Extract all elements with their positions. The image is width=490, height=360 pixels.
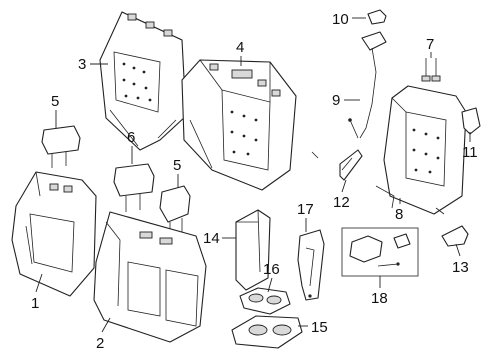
leader-lines — [35, 17, 471, 333]
callout-5-right: 5 — [173, 157, 181, 174]
callout-11: 11 — [462, 144, 478, 161]
callout-15: 15 — [311, 319, 328, 336]
callout-14: 14 — [203, 230, 220, 247]
callout-6: 6 — [127, 129, 135, 146]
part-16-cupholder — [239, 287, 291, 315]
part-18-hardware-kit — [341, 227, 419, 277]
part-11-latch — [461, 107, 481, 135]
callout-labels: 1 2 3 4 5 5 6 7 8 9 10 11 12 13 14 15 16… — [31, 11, 478, 352]
part-3-seatback-frame — [99, 11, 187, 151]
callout-5-left: 5 — [51, 93, 59, 110]
callout-17: 17 — [297, 201, 314, 218]
part-1-seatback-cushion — [11, 171, 97, 297]
callout-16: 16 — [263, 261, 280, 278]
callout-2: 2 — [96, 335, 104, 352]
callout-13: 13 — [452, 259, 469, 276]
part-8-frame — [375, 85, 467, 215]
callout-4: 4 — [236, 39, 244, 56]
part-17-bracket — [297, 229, 325, 301]
callout-12: 12 — [333, 194, 350, 211]
part-7-bolts — [421, 58, 441, 82]
callout-7: 7 — [426, 36, 434, 53]
part-4-seatback — [181, 59, 297, 191]
part-12-clip — [311, 149, 363, 181]
part-5-headrest-right — [159, 185, 191, 236]
part-13-bracket — [441, 225, 469, 247]
part-5-headrest-left — [41, 125, 81, 168]
part-6-headrest-center — [113, 163, 155, 212]
callout-3: 3 — [78, 56, 86, 73]
part-14-armrest — [235, 209, 271, 291]
callout-10: 10 — [332, 11, 349, 28]
callout-1: 1 — [31, 295, 39, 312]
part-2-seatback-cushion — [93, 211, 207, 343]
callout-8: 8 — [395, 206, 403, 223]
part-15-tray — [231, 315, 303, 349]
callout-18: 18 — [371, 290, 388, 307]
part-10-connector — [367, 9, 387, 25]
callout-9: 9 — [332, 92, 340, 109]
part-9-cable — [348, 31, 387, 139]
